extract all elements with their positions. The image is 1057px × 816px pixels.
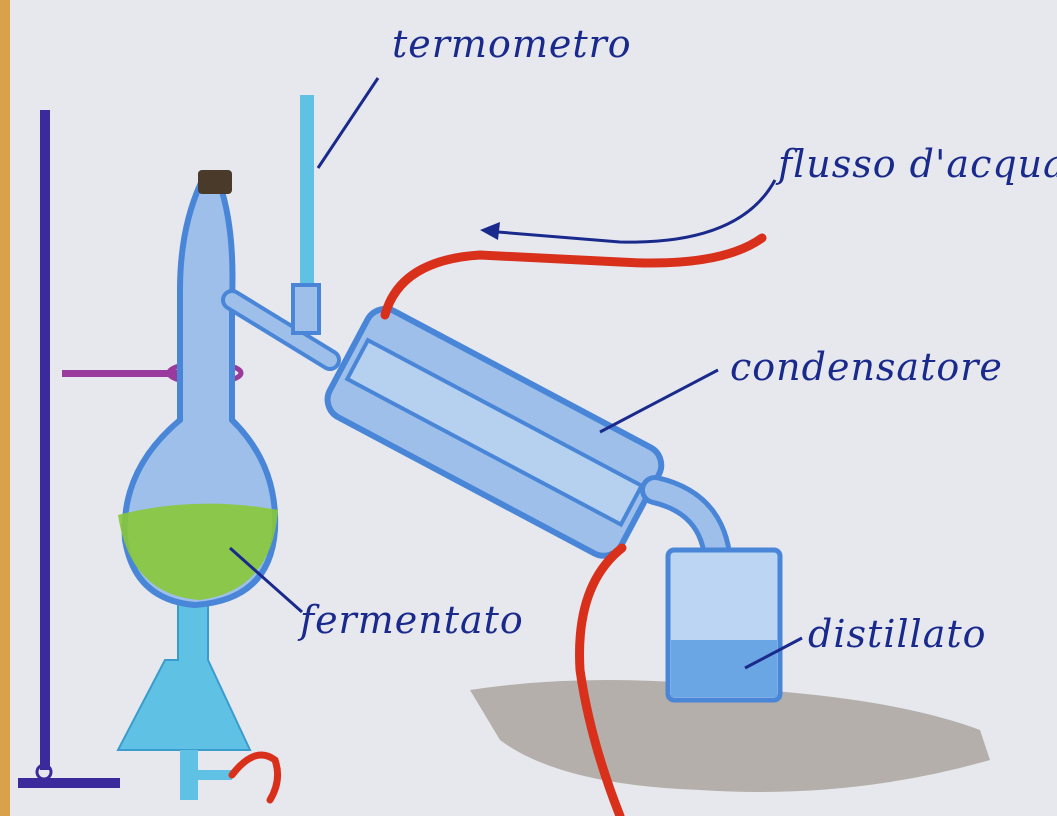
thermometer-leader: [318, 78, 378, 168]
flow-arrowhead: [480, 222, 500, 240]
stand-pole: [40, 110, 50, 770]
flow-arrow: [498, 180, 775, 242]
condenser: [321, 302, 669, 563]
gas-hose: [232, 755, 278, 800]
thermometer-adapter: [293, 285, 319, 333]
thermometer-label: termometro: [392, 22, 632, 66]
stand-base: [18, 778, 120, 788]
burner-gas-inlet: [196, 770, 232, 780]
distillate-liquid: [671, 640, 777, 697]
flask-stopper: [198, 170, 232, 194]
condenser-leader: [600, 370, 718, 432]
burner: [118, 600, 250, 750]
thermometer: [300, 95, 314, 295]
burner-stem: [180, 750, 198, 800]
condenser-label: condensatore: [730, 345, 1003, 389]
distillate-label: distillato: [808, 612, 987, 656]
water-flow-label: flusso d'acqua: [778, 142, 1057, 186]
paper-edge: [0, 0, 10, 816]
water-out-hose: [385, 238, 762, 315]
ferment-label: fermentato: [300, 598, 524, 642]
